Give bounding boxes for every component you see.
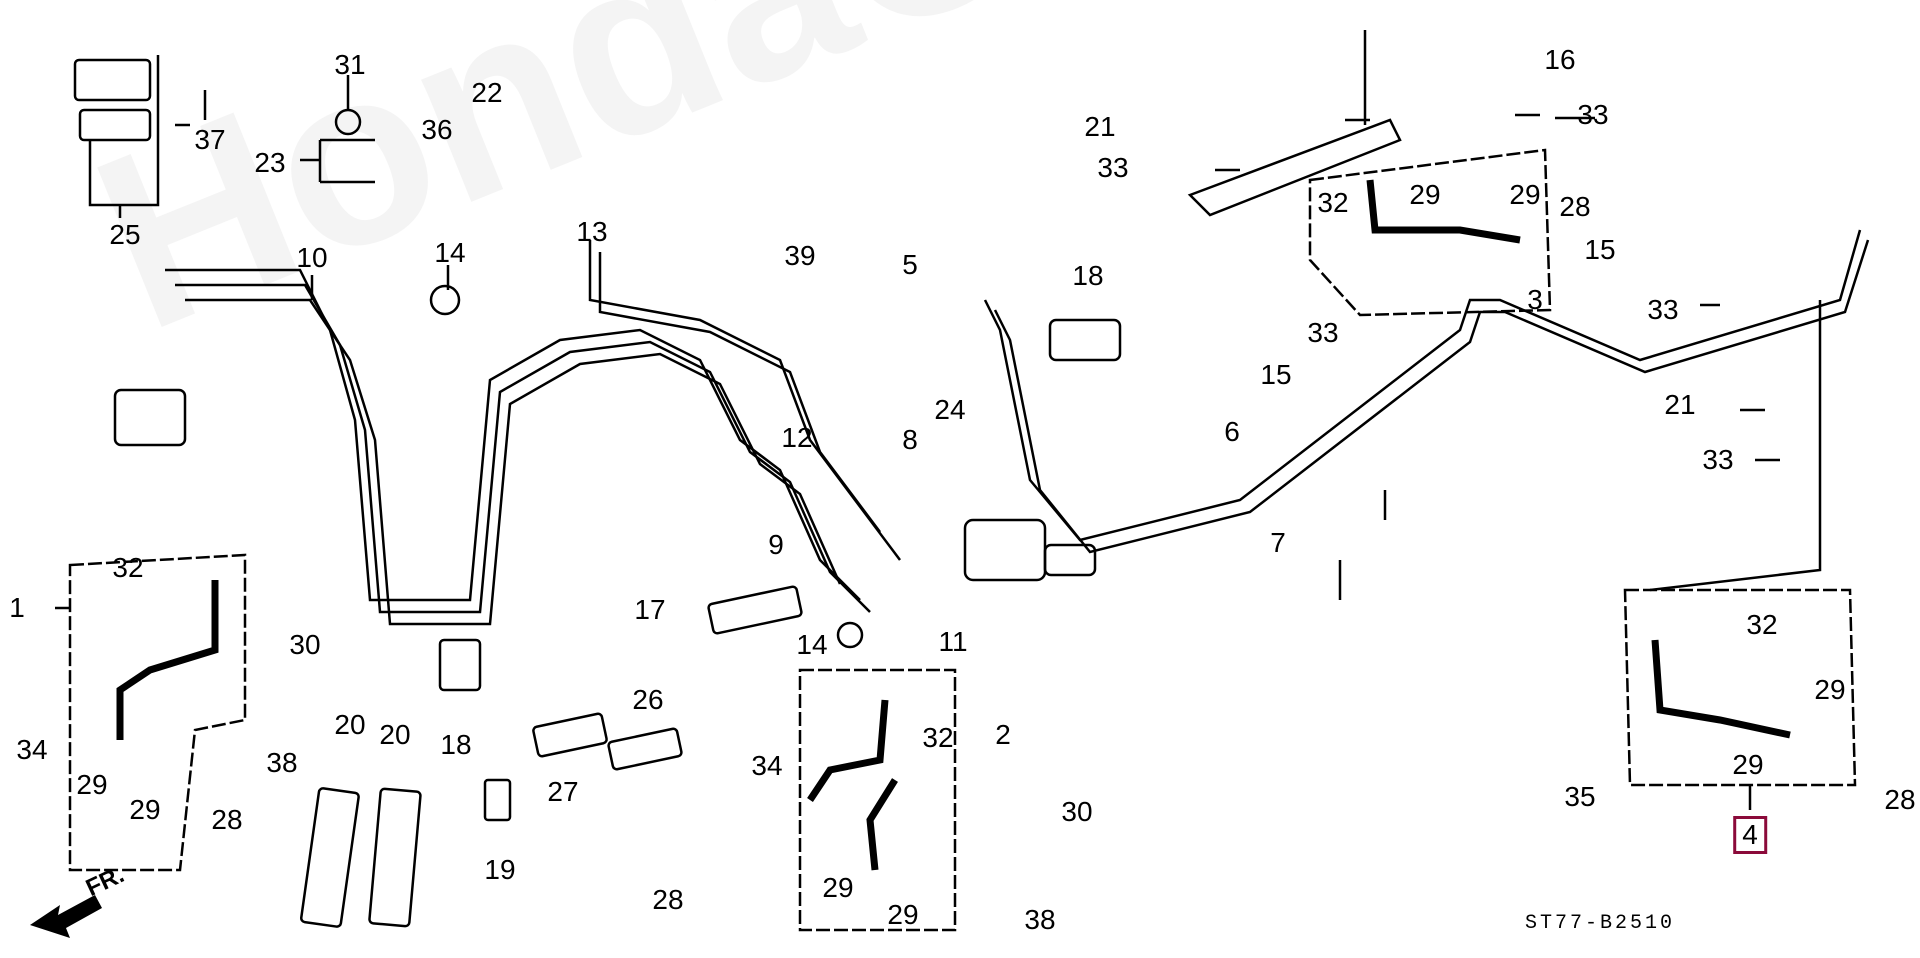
callout-34-a[interactable]: 34 bbox=[16, 734, 48, 765]
sensor-18 bbox=[1048, 318, 1122, 362]
callout-13[interactable]: 13 bbox=[576, 216, 608, 247]
clip-27 bbox=[532, 712, 608, 758]
brake-hose-2 bbox=[807, 699, 898, 871]
callout-38-a[interactable]: 38 bbox=[266, 747, 298, 778]
brake-pipe-bundle-10 bbox=[165, 268, 861, 602]
grommet-14 bbox=[429, 284, 461, 316]
callout-33-a[interactable]: 33 bbox=[1097, 152, 1129, 183]
callout-28-d[interactable]: 28 bbox=[1884, 784, 1916, 815]
clip-26 bbox=[607, 727, 683, 771]
callout-30-a[interactable]: 30 bbox=[289, 629, 321, 660]
callout-33-c[interactable]: 33 bbox=[1307, 317, 1339, 348]
front-direction-arrow-icon bbox=[30, 895, 102, 938]
callout-20-b[interactable]: 20 bbox=[379, 719, 411, 750]
callout-18-left[interactable]: 18 bbox=[440, 729, 472, 760]
callout-29-e[interactable]: 29 bbox=[1409, 179, 1441, 210]
callout-5[interactable]: 5 bbox=[902, 249, 918, 280]
callout-28-a[interactable]: 28 bbox=[211, 804, 243, 835]
master-cylinder bbox=[963, 518, 1047, 582]
callout-28-b[interactable]: 28 bbox=[652, 884, 684, 915]
callout-34-b[interactable]: 34 bbox=[751, 750, 783, 781]
grommet-14b bbox=[836, 621, 864, 649]
callout-29-h[interactable]: 29 bbox=[1814, 674, 1846, 705]
connector-19 bbox=[483, 778, 512, 822]
callout-10[interactable]: 10 bbox=[296, 242, 328, 273]
callout-6[interactable]: 6 bbox=[1224, 416, 1240, 447]
group-box-3 bbox=[1308, 148, 1552, 317]
fuse-block-20a bbox=[299, 787, 360, 928]
group-box-1 bbox=[68, 553, 247, 872]
callout-14-top[interactable]: 14 bbox=[434, 237, 466, 268]
callout-24[interactable]: 24 bbox=[934, 394, 966, 425]
callout-18-right[interactable]: 18 bbox=[1072, 260, 1104, 291]
brake-hose-3 bbox=[1366, 179, 1521, 244]
callout-32-d[interactable]: 32 bbox=[1746, 609, 1778, 640]
callout-29-b[interactable]: 29 bbox=[129, 794, 161, 825]
callout-4-highlighted[interactable]: 4 bbox=[1733, 816, 1767, 854]
brake-pipe-bundle-13 bbox=[175, 283, 871, 614]
callout-15-right[interactable]: 15 bbox=[1584, 234, 1616, 265]
callout-20-a[interactable]: 20 bbox=[334, 709, 366, 740]
callout-29-a[interactable]: 29 bbox=[76, 769, 108, 800]
callout-19[interactable]: 19 bbox=[484, 854, 516, 885]
callout-29-g[interactable]: 29 bbox=[1732, 749, 1764, 780]
callout-30-b[interactable]: 30 bbox=[1061, 796, 1093, 827]
callout-9[interactable]: 9 bbox=[768, 529, 784, 560]
callout-27[interactable]: 27 bbox=[547, 776, 579, 807]
nut-31 bbox=[334, 108, 362, 136]
callout-3[interactable]: 3 bbox=[1527, 284, 1543, 315]
callout-15-left[interactable]: 15 bbox=[1260, 359, 1292, 390]
callout-33-b[interactable]: 33 bbox=[1577, 99, 1609, 130]
clip-25 bbox=[73, 58, 152, 102]
brake-pipe-7 bbox=[993, 239, 1870, 554]
callout-33-d[interactable]: 33 bbox=[1647, 294, 1679, 325]
callout-12[interactable]: 12 bbox=[781, 422, 813, 453]
callout-31[interactable]: 31 bbox=[334, 49, 366, 80]
callout-17[interactable]: 17 bbox=[634, 594, 666, 625]
callout-21-right[interactable]: 21 bbox=[1664, 389, 1696, 420]
callout-14-mid[interactable]: 14 bbox=[796, 629, 828, 660]
callout-21-left[interactable]: 21 bbox=[1084, 111, 1116, 142]
group-box-2 bbox=[798, 668, 957, 932]
block-9 bbox=[113, 388, 187, 447]
brake-hose-1 bbox=[116, 580, 219, 740]
callout-37[interactable]: 37 bbox=[194, 124, 226, 155]
callout-23[interactable]: 23 bbox=[254, 147, 286, 178]
clip-17 bbox=[707, 585, 803, 635]
callout-32-b[interactable]: 32 bbox=[922, 722, 954, 753]
callout-36[interactable]: 36 bbox=[421, 114, 453, 145]
callout-7[interactable]: 7 bbox=[1270, 527, 1286, 558]
callout-29-c[interactable]: 29 bbox=[822, 872, 854, 903]
callout-35[interactable]: 35 bbox=[1564, 781, 1596, 812]
diagram-code: ST77-B2510 bbox=[1525, 912, 1676, 935]
brake-hose-4 bbox=[1651, 639, 1791, 739]
fuse-block-20b bbox=[368, 787, 422, 928]
connector-18 bbox=[438, 638, 482, 692]
callout-32-a[interactable]: 32 bbox=[112, 552, 144, 583]
callout-11[interactable]: 11 bbox=[938, 626, 968, 657]
callout-26[interactable]: 26 bbox=[632, 684, 664, 715]
callout-38-b[interactable]: 38 bbox=[1024, 904, 1056, 935]
callout-28-c[interactable]: 28 bbox=[1559, 191, 1591, 222]
callout-32-c[interactable]: 32 bbox=[1317, 187, 1349, 218]
callout-33-e[interactable]: 33 bbox=[1702, 444, 1734, 475]
callout-2[interactable]: 2 bbox=[995, 719, 1011, 750]
callout-25[interactable]: 25 bbox=[109, 219, 141, 250]
callout-22[interactable]: 22 bbox=[471, 77, 503, 108]
brake-pipe-6 bbox=[983, 229, 1862, 542]
callout-39[interactable]: 39 bbox=[784, 240, 816, 271]
callout-29-f[interactable]: 29 bbox=[1509, 179, 1541, 210]
group-box-4 bbox=[1623, 588, 1857, 787]
callout-29-d[interactable]: 29 bbox=[887, 899, 919, 930]
callout-1[interactable]: 1 bbox=[9, 592, 25, 623]
callout-16[interactable]: 16 bbox=[1544, 44, 1576, 75]
callout-8[interactable]: 8 bbox=[902, 424, 918, 455]
